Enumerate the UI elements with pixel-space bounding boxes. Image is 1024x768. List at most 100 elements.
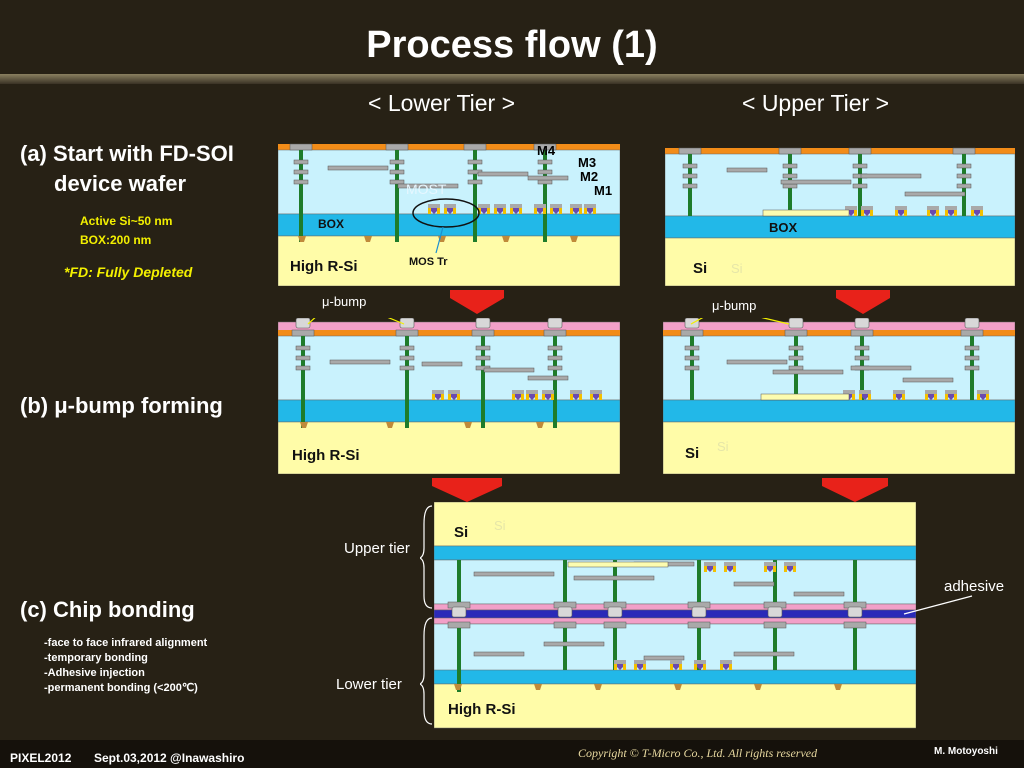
bond-pad [850,329,874,337]
bonding-note: -permanent bonding (<200℃) [44,682,198,694]
u-bump [295,318,311,329]
upper-substrate [434,502,916,547]
metal-line [852,183,868,189]
m4-label: M4 [537,143,556,158]
gate [550,204,562,208]
drain [437,208,440,214]
gate [444,204,456,208]
source [590,394,593,400]
gate [448,390,460,394]
deep-via-tip [502,236,510,242]
metal-line [782,163,798,169]
gate [895,206,907,210]
m3-label: M3 [578,155,596,170]
gate [478,204,490,208]
gate [494,204,506,208]
drain [980,210,983,216]
wafer-stack [665,147,1015,286]
si-label: Si [454,524,468,541]
source [720,664,723,670]
source [784,566,787,572]
gate [893,390,905,394]
arrow-down-icon [450,290,504,314]
fd-footnote: *FD: Fully Depleted [64,264,193,280]
via [773,628,777,670]
metal-line [573,575,655,581]
source [694,664,697,670]
source [550,208,553,214]
metal-line [295,365,311,371]
source [526,394,529,400]
mos-ghost-label: MOST [406,181,447,197]
gate [570,204,582,208]
metal-line [780,179,852,185]
metal-line [854,345,870,351]
drain [934,394,937,400]
drain [543,208,546,214]
metal-line [964,355,980,361]
deep-via-tip [300,422,308,428]
arrow-down-icon [836,290,890,314]
u-bump [788,318,804,329]
metal-line [421,361,463,367]
drain [643,664,646,670]
drain [713,566,716,572]
deep-via-tip [534,684,542,690]
gate [845,206,857,210]
metal-line [389,159,405,165]
metal-line [788,355,804,361]
source [542,394,545,400]
source [444,208,447,214]
via [697,628,701,670]
active-si-note: Active Si~50 nm [80,214,173,228]
deep-via-tip [364,236,372,242]
box-layer [663,399,1015,423]
drain [729,664,732,670]
source [945,394,948,400]
conference-label: PIXEL2012 [10,751,72,765]
u-bump [854,318,870,329]
bond-pad [385,143,409,151]
source [670,664,673,670]
gate [570,390,582,394]
metal-line [964,365,980,371]
drain [593,208,596,214]
drain [868,394,871,400]
gate [432,390,444,394]
bond-pad [678,147,702,155]
via [563,628,567,670]
via [405,336,409,428]
si-ghost-label: Si [731,261,743,276]
high-r-si-label: High R-Si [292,447,360,464]
bond-pad [763,621,787,629]
gate [584,204,596,208]
metal-line [543,641,605,647]
wafer-stack [278,143,620,286]
gate [720,660,732,664]
gate [512,390,524,394]
mos-tr-label: MOS Tr [409,256,448,268]
bond-pad [553,621,577,629]
drain [579,394,582,400]
gate [784,562,796,566]
via [299,150,303,242]
source [634,664,637,670]
metal-line [956,173,972,179]
lower-tier-brace [420,617,433,725]
source [494,208,497,214]
source [570,208,573,214]
metal-line [956,183,972,189]
metal-line [726,167,768,173]
deep-via-tip [754,684,762,690]
drain [936,210,939,216]
gate [764,562,776,566]
gate [971,206,983,210]
metal-line [904,191,966,197]
via [697,560,701,602]
metal-line [793,591,845,597]
interlayer-dielectric [665,153,1015,217]
u-bump [557,606,573,618]
metal-line [788,365,804,371]
gate [724,562,736,566]
deep-via-tip [536,422,544,428]
